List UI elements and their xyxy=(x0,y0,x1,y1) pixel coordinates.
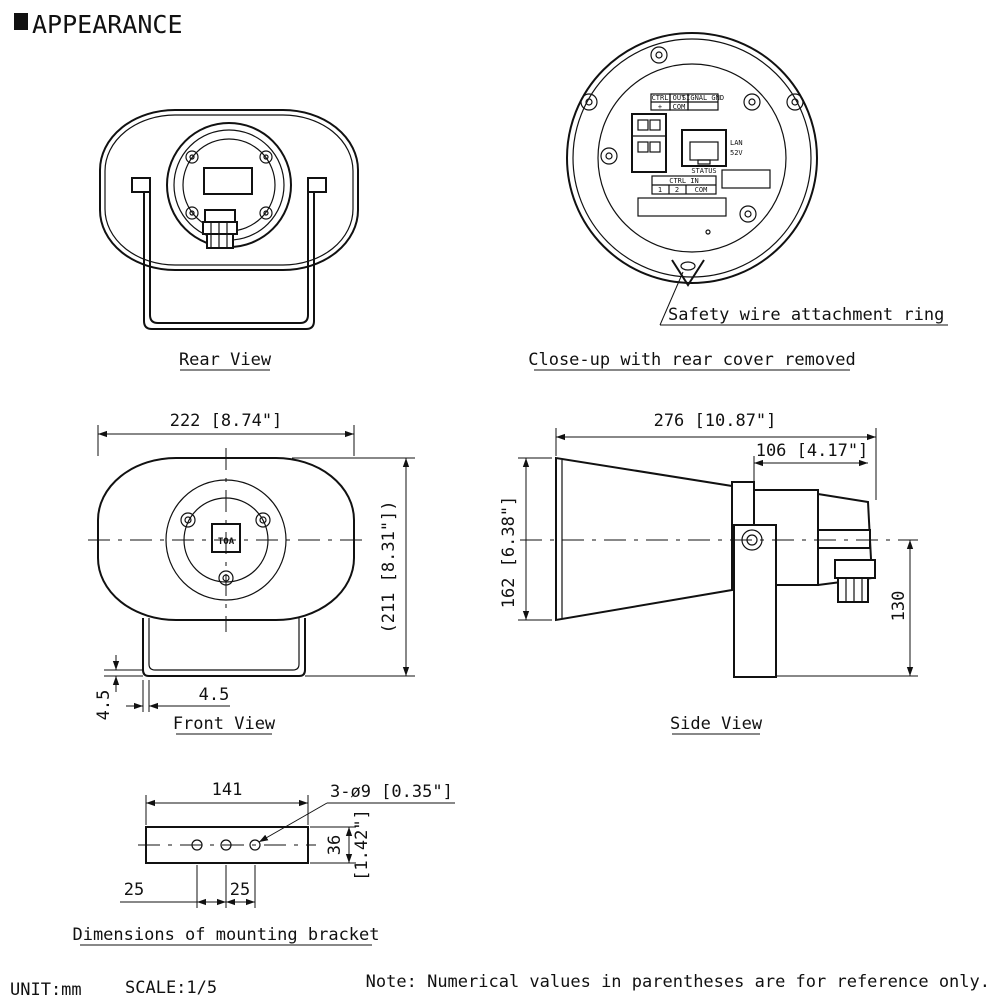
closeup-caption: Close-up with rear cover removed xyxy=(528,350,856,370)
label-signal-gnd: SIGNAL GND xyxy=(682,94,724,102)
side-view-drawing xyxy=(520,456,918,678)
dim-bracket-height-mm: 36 xyxy=(325,835,345,855)
bracket-caption: Dimensions of mounting bracket xyxy=(72,925,379,945)
front-view-caption: Front View xyxy=(173,714,276,734)
safety-ring-leader xyxy=(659,271,684,326)
dim-bracket-offset: 25 xyxy=(124,880,144,900)
dim-side-rear: 106 [4.17"] xyxy=(756,441,869,461)
scale-label: SCALE:1/5 xyxy=(125,978,217,998)
page-title: APPEARANCE xyxy=(32,10,183,39)
dim-bracket-pitch: 25 xyxy=(230,880,250,900)
label-com: COM xyxy=(673,103,686,111)
front-view-drawing: TOA xyxy=(88,448,366,677)
side-view-caption: Side View xyxy=(670,714,763,734)
label-in2: 2 xyxy=(675,186,679,194)
label-ctrl-in: CTRL IN xyxy=(669,177,699,185)
unit-label: UNIT:mm xyxy=(10,980,82,1000)
dim-front-height: (211 [8.31"]) xyxy=(379,500,399,633)
label-voltage: 52V xyxy=(730,149,743,157)
label-plus: + xyxy=(658,103,662,111)
dim-bracket-width: 141 xyxy=(212,780,243,800)
dim-bracket-height-in: [1.42"] xyxy=(352,809,372,881)
dim-side-depth: 276 [10.87"] xyxy=(654,411,777,431)
holes-callout: 3-ø9 [0.35"] xyxy=(330,782,453,802)
reference-note: Note: Numerical values in parentheses ar… xyxy=(366,972,990,992)
label-ctrl: CTRL xyxy=(652,94,669,102)
heading-bullet xyxy=(14,13,28,30)
label-status: STATUS xyxy=(691,167,716,175)
dim-leg-horizontal: 4.5 xyxy=(199,685,230,705)
label-in1: 1 xyxy=(658,186,662,194)
dim-side-axis: 130 xyxy=(889,591,909,622)
dim-side-height: 162 [6.38"] xyxy=(499,496,519,609)
safety-ring-callout: Safety wire attachment ring xyxy=(668,305,944,325)
dim-front-width: 222 [8.74"] xyxy=(170,411,283,431)
label-out: OUT xyxy=(673,94,686,102)
label-lan: LAN xyxy=(730,139,743,147)
rear-view-drawing xyxy=(99,109,359,330)
dim-leg-vertical: 4.5 xyxy=(94,690,114,721)
bracket-drawing xyxy=(138,826,316,864)
closeup-drawing: CTRL OUT SIGNAL GND + COM LAN 52V STATUS… xyxy=(566,32,818,287)
rear-view-caption: Rear View xyxy=(179,350,272,370)
label-com2: COM xyxy=(695,186,708,194)
